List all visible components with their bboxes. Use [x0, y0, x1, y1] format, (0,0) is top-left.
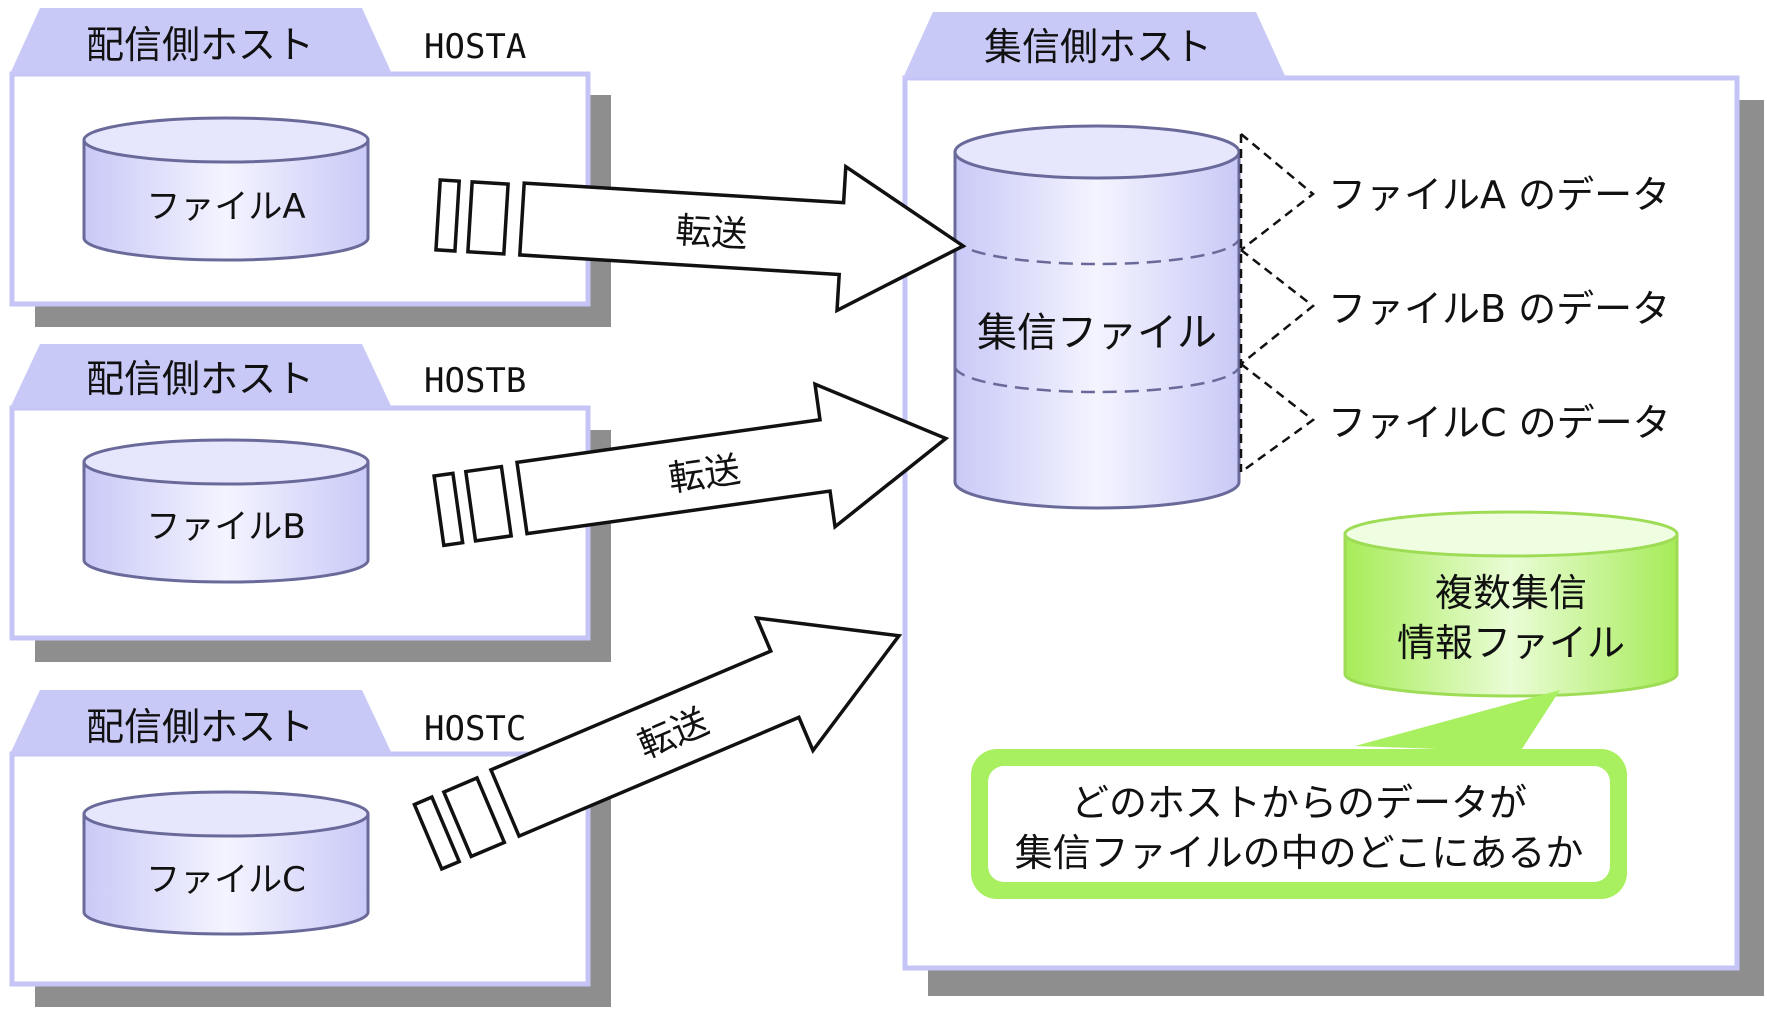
transfer-arrow-b: 転送	[432, 381, 950, 548]
segment-divider	[953, 237, 1241, 266]
callout	[971, 690, 1627, 899]
transfer-label: 転送	[674, 210, 748, 255]
host-name: HOSTB	[424, 361, 526, 401]
role-label: 配信側ホスト	[86, 357, 314, 401]
callout-line2: 集信ファイルの中のどこにあるか	[1015, 831, 1584, 875]
arrow-tail-bar	[441, 775, 507, 859]
panel-tab	[903, 12, 1286, 78]
file-label: ファイルA	[146, 187, 305, 227]
panel-tab	[10, 8, 392, 74]
sender-host-c: 配信側ホスト HOSTC ファイルC	[9, 690, 611, 1007]
segment-label-c: ファイルC のデータ	[1328, 401, 1671, 445]
file-cylinder	[82, 438, 370, 584]
info-file-label-line2: 情報ファイル	[1397, 621, 1625, 665]
collected-file-label: 集信ファイル	[977, 310, 1217, 356]
callout-body	[988, 766, 1610, 882]
sender-host-b: 配信側ホスト HOSTB ファイルB	[9, 344, 611, 662]
segment-label-a: ファイルA のデータ	[1328, 173, 1670, 217]
arrow-tail-bar	[463, 464, 514, 543]
arrow-tail-bar	[466, 180, 510, 256]
segment-label-b: ファイルB のデータ	[1328, 287, 1670, 331]
callout-line1: どのホストからのデータが	[1071, 781, 1527, 825]
file-cylinder	[82, 790, 370, 936]
collected-file-cylinder	[953, 124, 1241, 510]
collector-host: 集信側ホスト 集信ファイル ファイルA のデータ ファイルB のデータ ファイル…	[902, 12, 1764, 996]
transfer-arrow-a: 転送	[434, 163, 967, 314]
info-file-cylinder	[1343, 510, 1679, 698]
role-label: 配信側ホスト	[86, 23, 314, 67]
arrow-tail-bar	[434, 178, 462, 253]
segment-divider	[953, 365, 1241, 394]
file-label: ファイルC	[146, 860, 306, 900]
arrow-tail-bar	[432, 471, 465, 548]
role-label: 配信側ホスト	[86, 705, 314, 749]
file-label: ファイルB	[146, 507, 305, 547]
panel-tab	[10, 690, 392, 754]
file-cylinder	[82, 116, 370, 262]
transfer-arrow-c: 転送	[412, 615, 903, 872]
panel-tab	[10, 344, 392, 408]
arrow-body	[517, 163, 967, 314]
arrow-body	[488, 615, 903, 839]
transfer-label: 転送	[666, 450, 743, 501]
sender-host-a: 配信側ホスト HOSTA ファイルA	[9, 8, 611, 327]
info-file-label-line1: 複数集信	[1435, 571, 1587, 615]
host-name: HOSTA	[424, 27, 526, 67]
callout-pointer	[1355, 690, 1560, 752]
arrow-body	[515, 381, 950, 536]
host-name: HOSTC	[424, 709, 526, 749]
role-label: 集信側ホスト	[984, 25, 1212, 69]
segment-brackets	[1239, 133, 1316, 474]
arrow-tail-bar	[412, 794, 462, 872]
